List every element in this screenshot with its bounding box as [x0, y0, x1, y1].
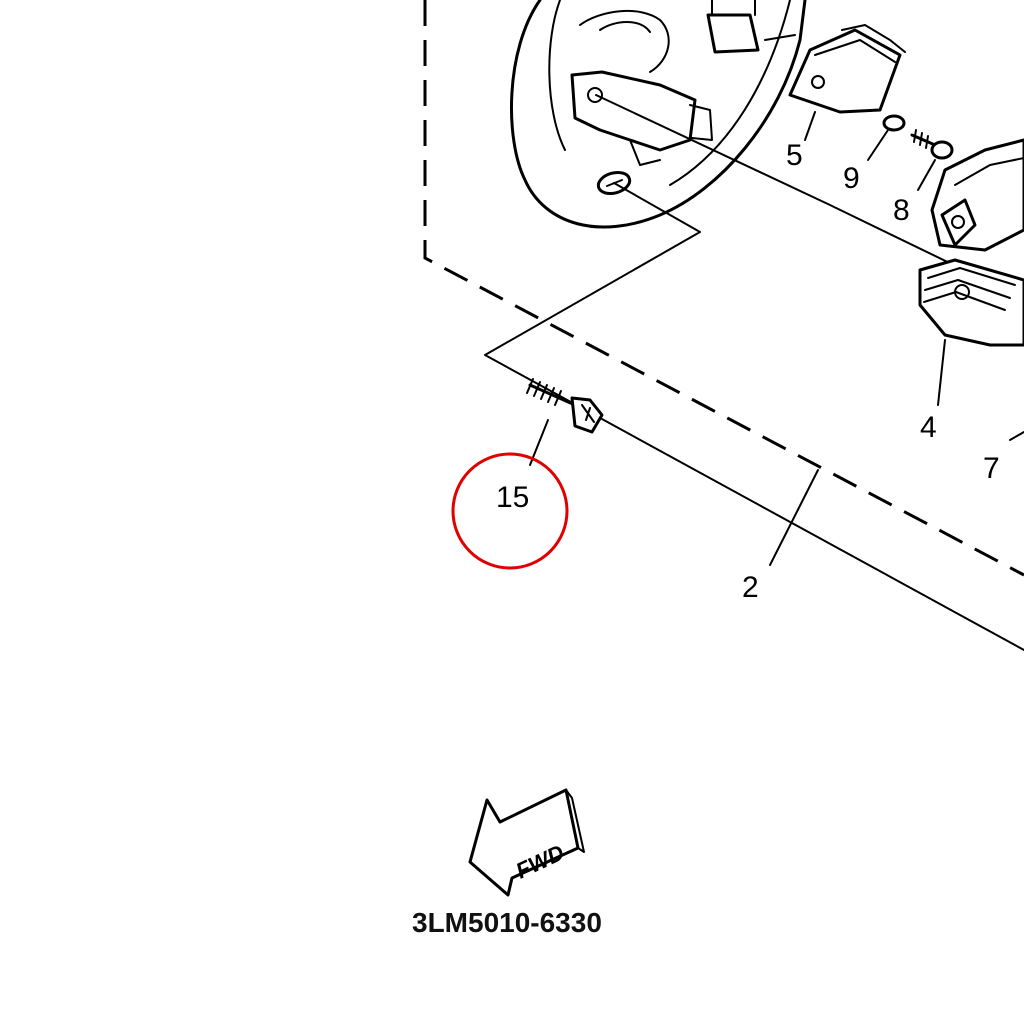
- leader-part-7: [1009, 431, 1024, 441]
- assembly-boundary: [423, 0, 1024, 577]
- callout-9: 9: [843, 162, 860, 195]
- leader-part-2: [769, 469, 819, 566]
- callout-8: 8: [893, 194, 910, 227]
- callout-2: 2: [742, 571, 759, 604]
- callout-4: 4: [920, 411, 937, 444]
- caliper-bracket: [570, 0, 796, 166]
- washer-part-9: [867, 114, 906, 161]
- brake-pad-part-5: [788, 24, 906, 141]
- callout-7: 7: [983, 452, 1000, 485]
- diagram-code: 3LM5010-6330: [412, 907, 602, 938]
- guide-lines: [484, 94, 1024, 651]
- callout-15: 15: [496, 481, 529, 514]
- screw-part-15: [526, 378, 604, 466]
- brake-pad-upper: [930, 138, 1024, 252]
- bolt-part-8: [910, 129, 954, 191]
- highlight-circle: [451, 452, 569, 570]
- callout-5: 5: [786, 139, 803, 172]
- brake-pad-part-4: [918, 258, 1024, 406]
- brake-disc: [509, 0, 807, 229]
- fwd-arrow-icon: FWD: [468, 788, 585, 897]
